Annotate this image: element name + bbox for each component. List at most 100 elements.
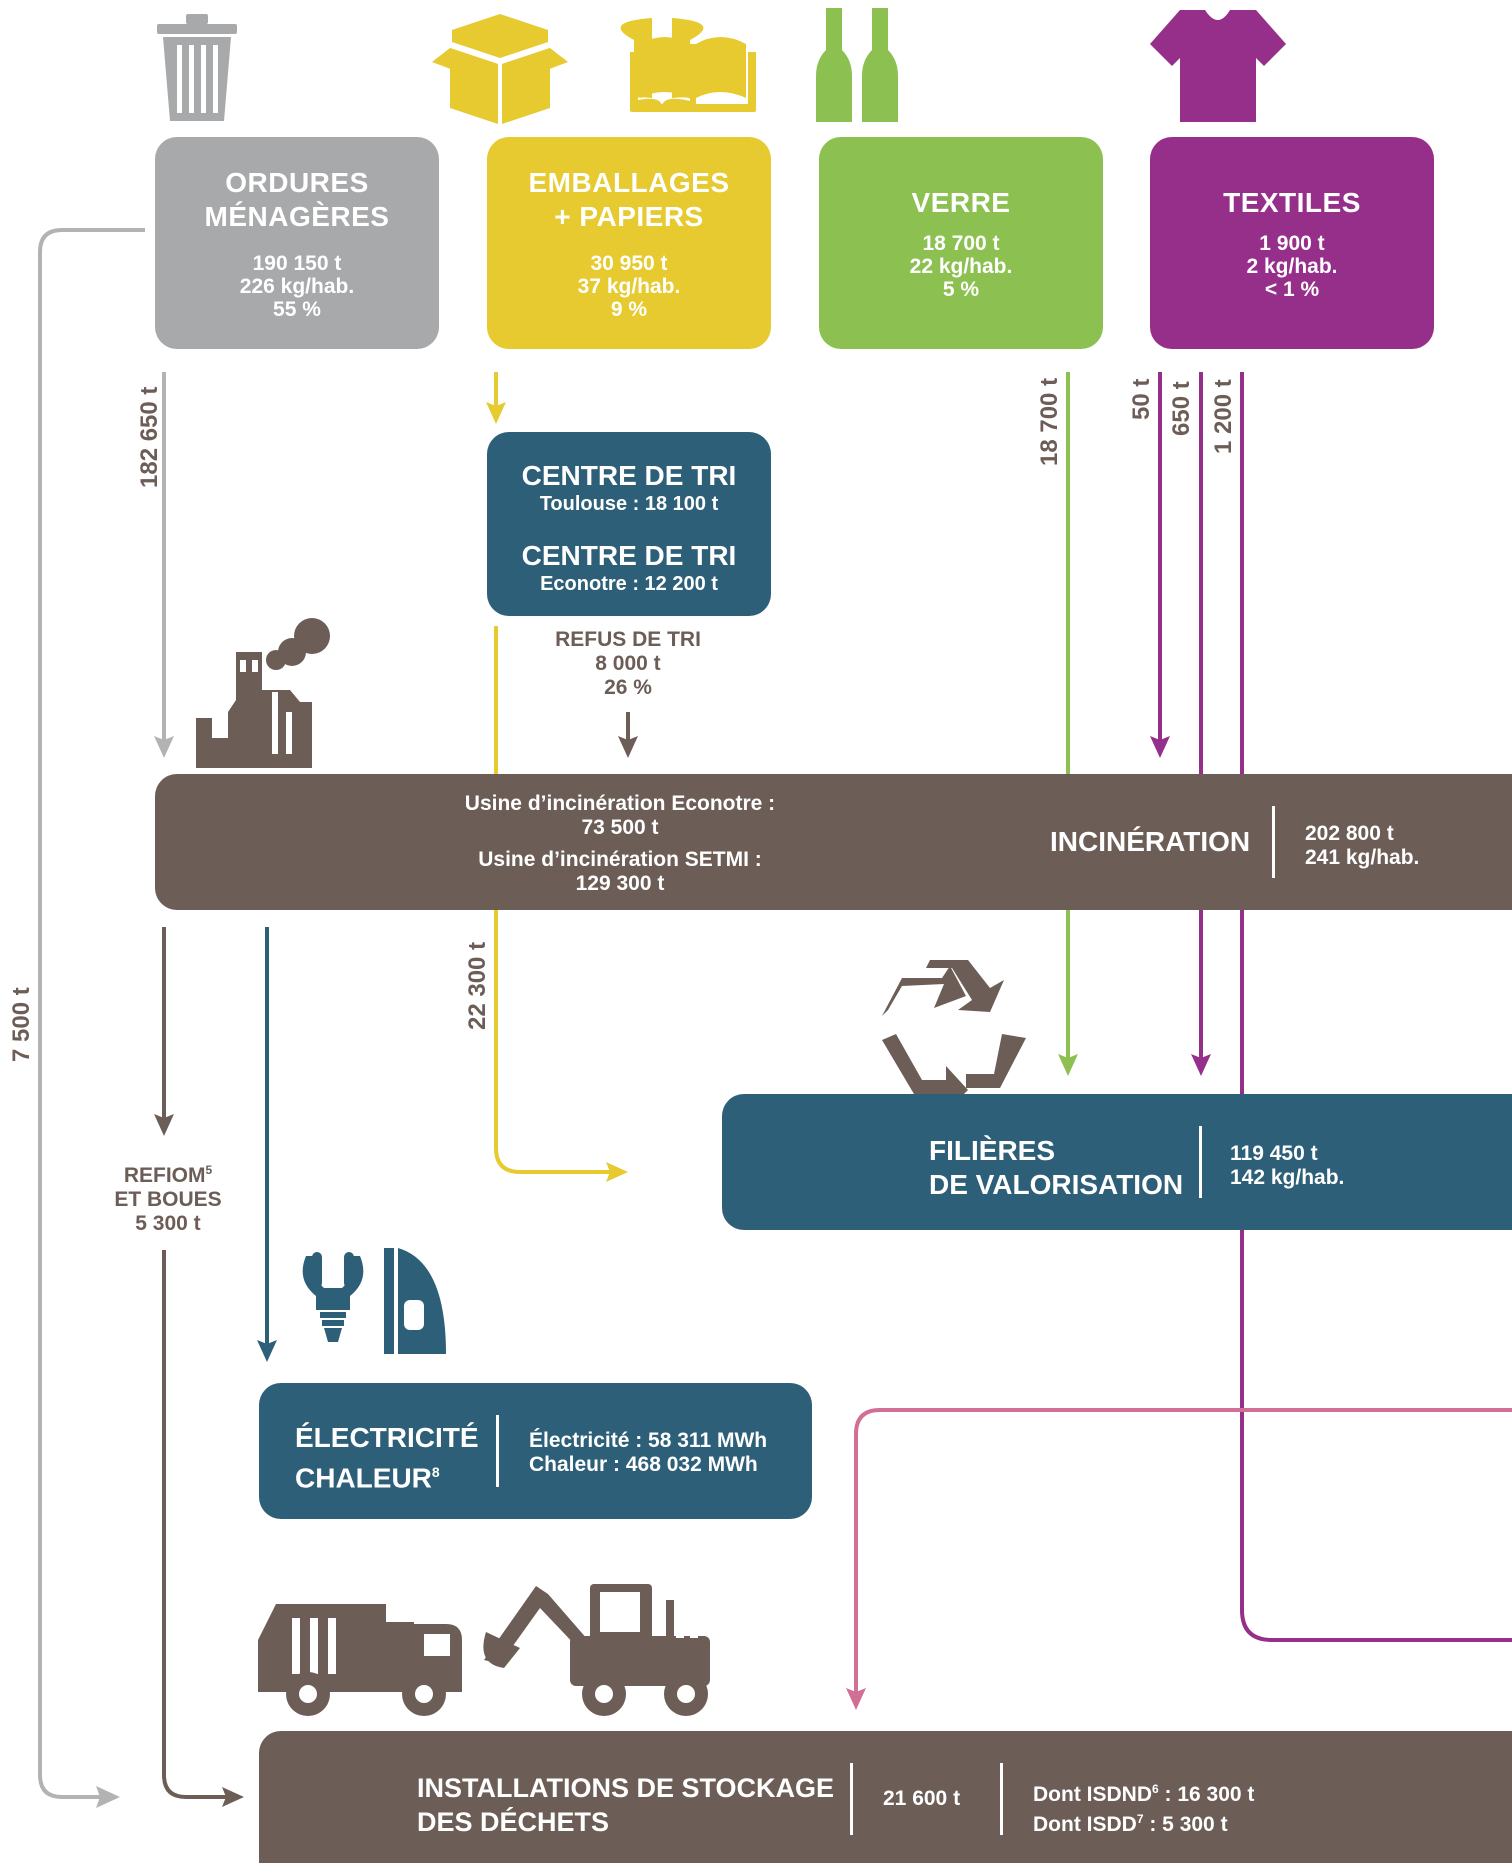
incin-setmi-value: 129 300 t — [575, 872, 665, 895]
excavator-icon — [483, 1584, 710, 1716]
flow-textile-1200 — [1240, 372, 1512, 1642]
flow-om-to-stockage — [38, 228, 145, 1799]
category-stats: 1 900 t 2 kg/hab. < 1 % — [1246, 231, 1338, 301]
refus-label: REFUS DE TRI 8 000 t 26 % — [555, 628, 701, 699]
category-stats: 30 950 t 37 kg/hab. 9 % — [577, 251, 681, 321]
stockage-title-1: INSTALLATIONS DE STOCKAGE — [417, 1773, 835, 1803]
arrowhead — [154, 1114, 174, 1136]
energie-title-2: CHALEUR — [295, 1462, 432, 1494]
flow-label-verre: 18 700 t — [1036, 377, 1063, 466]
stockage-details: Dont ISDND6 : 16 300 t Dont ISDD7 : 5 30… — [1033, 1777, 1254, 1837]
stockage-title-2: DES DÉCHETS — [417, 1807, 610, 1837]
centre-de-tri-box: CENTRE DE TRI Toulouse : 18 100 t CENTRE… — [487, 432, 771, 616]
incineration-title: INCINÉRATION — [1050, 826, 1251, 857]
book-icon — [620, 18, 756, 112]
refiom-line-2: ET BOUES — [114, 1188, 222, 1211]
incin-econotre-value: 73 500 t — [581, 816, 659, 839]
trash-can-icon — [157, 14, 237, 121]
isdd-label: Dont ISDD — [1033, 1813, 1137, 1836]
flow-label-incin-valo: 22 300 t — [464, 941, 491, 1030]
category-stats: 18 700 t 22 kg/hab. 5 % — [909, 231, 1013, 301]
refiom-title: REFIOM — [123, 1164, 206, 1187]
isdnd-label: Dont ISDND — [1033, 1783, 1152, 1806]
arrowhead — [1150, 736, 1170, 758]
footnote-5: 5 — [205, 1163, 213, 1177]
valorisation-total: 119 450 t 142 kg/hab. — [1230, 1142, 1344, 1190]
divider — [1272, 806, 1275, 878]
divider — [1199, 1126, 1202, 1198]
energie-values: Électricité : 58 311 MWh Chaleur : 468 0… — [529, 1429, 767, 1477]
incin-setmi-label: Usine d’incinération SETMI : — [478, 848, 762, 871]
valorisation-per-hab: 142 kg/hab. — [1230, 1166, 1345, 1189]
arrowhead — [96, 1786, 120, 1808]
energie-electricite: Électricité : 58 311 MWh — [529, 1429, 768, 1452]
divider — [850, 1763, 853, 1835]
arrowhead — [1058, 1054, 1078, 1076]
flow-refiom-to-stockage — [162, 1250, 232, 1799]
stockage-bar: INSTALLATIONS DE STOCKAGE DES DÉCHETS 21… — [259, 1731, 1512, 1863]
iron-icon — [384, 1248, 446, 1354]
flow-valo-to-stockage — [854, 1408, 1512, 1695]
factory-icon — [196, 618, 330, 768]
divider — [1000, 1763, 1003, 1835]
incineration-details: Usine d’incinération Econotre : 73 500 t… — [455, 792, 785, 896]
arrowhead — [1191, 1054, 1211, 1076]
category-title: VERRE — [911, 186, 1011, 218]
stockage-title: INSTALLATIONS DE STOCKAGE DES DÉCHETS — [417, 1771, 834, 1839]
bottles-icon — [816, 8, 898, 122]
flow-label-textile-650: 650 t — [1168, 381, 1195, 436]
arrowhead — [606, 1162, 628, 1182]
flow-label-textile-50: 50 t — [1128, 378, 1155, 420]
divider — [496, 1415, 499, 1487]
valorisation-title-2: DE VALORISATION — [929, 1169, 1184, 1200]
arrowhead — [154, 736, 174, 758]
isdnd-value: : 16 300 t — [1158, 1783, 1255, 1806]
arrowhead — [846, 1688, 866, 1710]
tshirt-icon — [1150, 10, 1286, 122]
category-title: TEXTILES — [1223, 186, 1361, 218]
category-ordures: ORDURES MÉNAGÈRES 190 150 t 226 kg/hab. … — [155, 137, 439, 349]
flow-label-om-incin: 182 650 t — [136, 386, 163, 488]
category-verre: VERRE 18 700 t 22 kg/hab. 5 % — [819, 137, 1103, 349]
incineration-total-value: 202 800 t — [1305, 822, 1394, 845]
incineration-per-hab: 241 kg/hab. — [1305, 846, 1420, 869]
arrowhead — [222, 1787, 244, 1807]
arrowhead — [486, 402, 506, 424]
flow-tri-to-valo — [494, 626, 616, 1174]
footnote-6: 6 — [1152, 1782, 1159, 1796]
tri-sub-1: Toulouse : 18 100 t — [539, 493, 719, 515]
lightbulb-icon — [302, 1252, 364, 1342]
refiom-value: 5 300 t — [135, 1212, 201, 1235]
box-icon — [432, 14, 568, 124]
refiom-label: REFIOM5 ET BOUES 5 300 t — [98, 1158, 238, 1236]
isdd-value: : 5 300 t — [1143, 1813, 1228, 1836]
energie-title: ÉLECTRICITÉ CHALEUR8 — [295, 1421, 479, 1495]
tri-sub-2: Econotre : 12 200 t — [540, 573, 718, 595]
incineration-bar: Usine d’incinération Econotre : 73 500 t… — [155, 774, 1512, 910]
recycle-icon — [882, 960, 1026, 1112]
category-textiles: TEXTILES 1 900 t 2 kg/hab. < 1 % — [1150, 137, 1434, 349]
category-stats: 190 150 t 226 kg/hab. 55 % — [239, 251, 355, 321]
tri-title-1: CENTRE DE TRI — [521, 460, 737, 491]
valorisation-title-1: FILIÈRES — [929, 1135, 1056, 1166]
category-emballages: EMBALLAGES + PAPIERS 30 950 t 37 kg/hab.… — [487, 137, 771, 349]
energie-box: ÉLECTRICITÉ CHALEUR8 Électricité : 58 31… — [259, 1383, 812, 1519]
category-title: ORDURES MÉNAGÈRES — [204, 166, 390, 232]
garbage-truck-icon — [258, 1604, 462, 1716]
flow-label-om-stockage: 7 500 t — [8, 987, 35, 1062]
incin-econotre-label: Usine d’incinération Econotre : — [464, 792, 776, 815]
footnote-8: 8 — [431, 1464, 440, 1480]
energie-title-1: ÉLECTRICITÉ — [295, 1422, 479, 1453]
arrowhead — [257, 1340, 277, 1362]
energie-chaleur: Chaleur : 468 032 MWh — [529, 1453, 758, 1476]
stockage-total: 21 600 t — [883, 1787, 961, 1810]
footnote-7: 7 — [1136, 1812, 1144, 1826]
flow-label-textile-1200: 1 200 t — [1210, 379, 1237, 454]
valorisation-total-value: 119 450 t — [1230, 1142, 1318, 1165]
incineration-total: 202 800 t 241 kg/hab. — [1305, 822, 1419, 870]
category-title: EMBALLAGES + PAPIERS — [528, 166, 730, 232]
valorisation-title: FILIÈRES DE VALORISATION — [929, 1134, 1183, 1202]
valorisation-bar: FILIÈRES DE VALORISATION 119 450 t 142 k… — [722, 1094, 1512, 1230]
